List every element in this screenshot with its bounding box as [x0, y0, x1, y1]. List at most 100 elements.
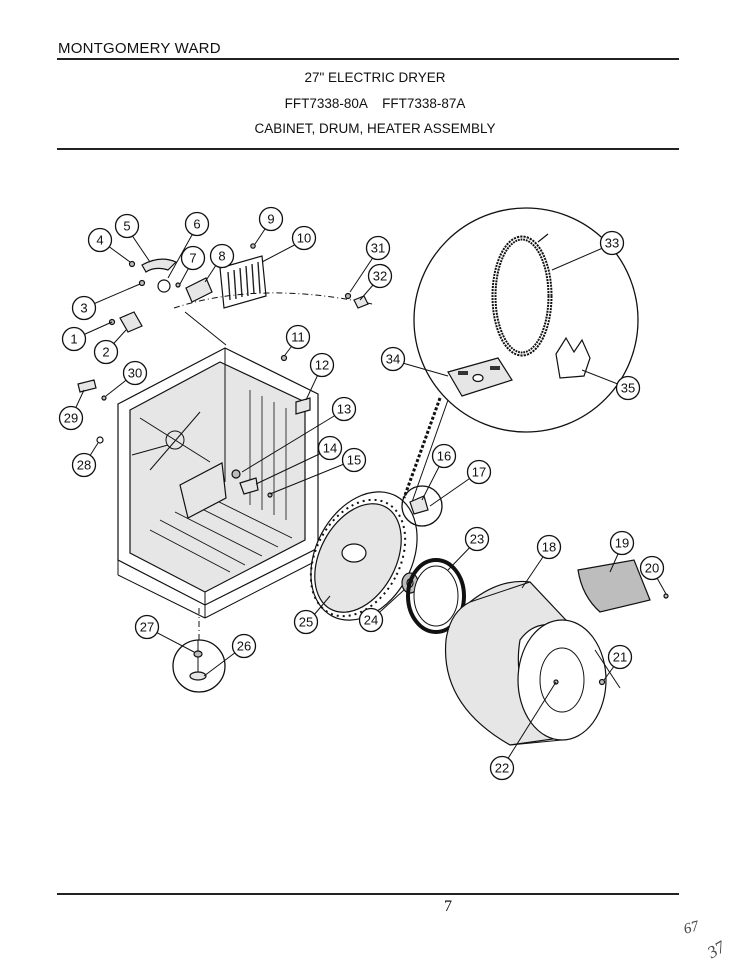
- callout-26: 26: [231, 633, 257, 659]
- callout-4: 4: [87, 227, 113, 253]
- svg-text:22: 22: [495, 761, 509, 776]
- callout-22: 22: [489, 755, 515, 781]
- callout-1: 1: [61, 326, 87, 352]
- fuse-14: [239, 477, 259, 495]
- page-number-mark: 7: [444, 898, 452, 915]
- callout-10: 10: [291, 225, 317, 251]
- header-bottom-rule: [57, 148, 679, 150]
- svg-text:13: 13: [337, 402, 351, 417]
- clip-29: [77, 379, 97, 393]
- svg-text:14: 14: [323, 441, 337, 456]
- callout-3: 3: [71, 295, 97, 321]
- dryer-drum: [444, 580, 621, 746]
- svg-text:35: 35: [621, 381, 635, 396]
- svg-text:16: 16: [437, 449, 451, 464]
- cabinet: [117, 347, 319, 619]
- svg-text:32: 32: [373, 269, 387, 284]
- svg-text:15: 15: [347, 453, 361, 468]
- callout-8: 8: [209, 243, 235, 269]
- svg-text:9: 9: [267, 212, 274, 227]
- svg-text:34: 34: [386, 352, 400, 367]
- svg-text:33: 33: [605, 236, 619, 251]
- svg-text:27: 27: [140, 620, 154, 635]
- svg-text:24: 24: [364, 613, 378, 628]
- callout-17: 17: [466, 459, 492, 485]
- callout-13: 13: [331, 396, 357, 422]
- callout-23: 23: [464, 526, 490, 552]
- callout-32: 32: [367, 263, 393, 289]
- hinge-parts: [108, 258, 213, 333]
- svg-text:23: 23: [470, 532, 484, 547]
- callout-34: 34: [380, 346, 406, 372]
- callout-28: 28: [71, 452, 97, 478]
- callout-11: 11: [285, 324, 311, 350]
- heater-detail: [413, 207, 639, 433]
- leveling-leg-detail: [172, 608, 226, 693]
- svg-text:4: 4: [96, 233, 103, 248]
- svg-text:6: 6: [193, 217, 200, 232]
- svg-text:17: 17: [472, 465, 486, 480]
- svg-text:19: 19: [615, 536, 629, 551]
- svg-text:10: 10: [297, 231, 311, 246]
- callout-25: 25: [293, 609, 319, 635]
- model-numbers: FFT7338-80A FFT7338-87A: [284, 96, 466, 111]
- screw-11: [280, 354, 288, 362]
- callout-12: 12: [309, 352, 335, 378]
- svg-text:28: 28: [77, 458, 91, 473]
- front-bulkhead: [309, 491, 418, 621]
- motor-detail-16: [401, 485, 443, 527]
- callout-21: 21: [607, 644, 633, 670]
- screw-30: [101, 395, 107, 401]
- callout-6: 6: [184, 211, 210, 237]
- callout-15: 15: [341, 447, 367, 473]
- drum-baffle: [577, 559, 669, 613]
- callouts: 1 2 3 4 5 6 7 8 9 10 11 12 13 14 15 16 1…: [58, 206, 665, 781]
- callout-29: 29: [58, 405, 84, 431]
- clip-32: [353, 295, 369, 309]
- svg-text:26: 26: [237, 639, 251, 654]
- svg-text:21: 21: [613, 650, 627, 665]
- svg-text:11: 11: [291, 330, 305, 345]
- brand-name: MONTGOMERY WARD: [58, 40, 221, 57]
- svg-text:20: 20: [645, 561, 659, 576]
- product-title: 27" ELECTRIC DRYER: [304, 70, 446, 85]
- callout-33: 33: [599, 230, 625, 256]
- svg-text:3: 3: [80, 301, 87, 316]
- callout-5: 5: [114, 213, 140, 239]
- svg-text:7: 7: [189, 251, 196, 266]
- callout-18: 18: [536, 534, 562, 560]
- callout-9: 9: [258, 206, 284, 232]
- callout-24: 24: [358, 607, 384, 633]
- header-top-rule: [57, 58, 679, 60]
- callout-7: 7: [180, 245, 206, 271]
- callout-2: 2: [93, 339, 119, 365]
- svg-text:8: 8: [218, 249, 225, 264]
- svg-text:5: 5: [123, 219, 130, 234]
- svg-text:18: 18: [542, 540, 556, 555]
- svg-text:25: 25: [299, 615, 313, 630]
- svg-text:29: 29: [64, 411, 78, 426]
- drum-seal: [406, 558, 466, 634]
- svg-text:2: 2: [102, 345, 109, 360]
- callout-30: 30: [122, 360, 148, 386]
- svg-text:30: 30: [128, 366, 142, 381]
- svg-text:12: 12: [315, 358, 329, 373]
- clip-12: [295, 397, 311, 415]
- screw-28: [96, 436, 104, 444]
- screw-31: [344, 292, 352, 300]
- thermostat-13: [231, 469, 241, 479]
- callout-35: 35: [615, 375, 641, 401]
- footer-rule: [57, 893, 679, 895]
- svg-text:1: 1: [70, 332, 77, 347]
- assembly-subtitle: CABINET, DRUM, HEATER ASSEMBLY: [254, 121, 496, 136]
- rear-grille: [219, 243, 267, 309]
- callout-20: 20: [639, 555, 665, 581]
- callout-16: 16: [431, 443, 457, 469]
- callout-27: 27: [134, 614, 160, 640]
- svg-text:31: 31: [371, 241, 385, 256]
- callout-31: 31: [365, 235, 391, 261]
- callout-19: 19: [609, 530, 635, 556]
- callout-14: 14: [317, 435, 343, 461]
